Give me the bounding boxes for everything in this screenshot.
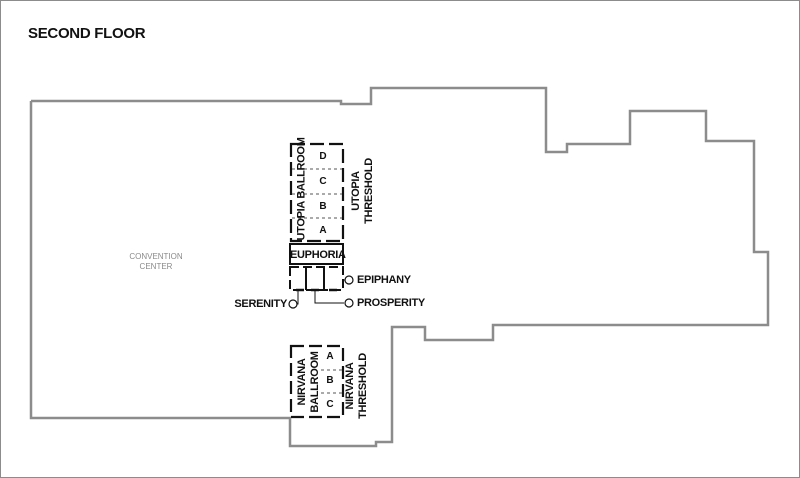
- nirvana-ballroom-outline[interactable]: [289, 344, 345, 419]
- utopia-section-a[interactable]: A: [319, 225, 327, 236]
- nirvana-ballroom-label: NIRVANA BALLROOM: [296, 350, 322, 414]
- nirvana-section-a[interactable]: A: [326, 351, 334, 362]
- nirvana-threshold-line1: NIRVANA: [344, 362, 356, 410]
- serenity-marker[interactable]: [288, 299, 298, 309]
- prosperity-marker[interactable]: [344, 298, 354, 308]
- convention-label-line2: CENTER: [139, 262, 173, 271]
- nirvana-section-b[interactable]: B: [326, 375, 334, 386]
- small-rooms-outline[interactable]: [289, 266, 344, 292]
- utopia-threshold-line1: UTOPIA: [350, 171, 362, 211]
- nirvana-threshold-line2: THRESHOLD: [357, 353, 369, 419]
- callout-lines: [297, 279, 345, 305]
- epiphany-marker[interactable]: [344, 275, 354, 285]
- epiphany-label: EPIPHANY: [357, 274, 411, 286]
- euphoria-label: EUPHORIA: [290, 249, 346, 261]
- convention-label-line1: CONVENTION: [129, 252, 183, 261]
- nirvana-name-line2: BALLROOM: [309, 351, 321, 413]
- nirvana-threshold-label: NIRVANA THRESHOLD: [344, 344, 370, 428]
- utopia-ballroom-outline[interactable]: [289, 142, 345, 243]
- utopia-threshold-label: UTOPIA THRESHOLD: [350, 149, 376, 233]
- floor-title: SECOND FLOOR: [28, 25, 146, 42]
- building-outline: [29, 86, 770, 448]
- utopia-section-c[interactable]: C: [319, 176, 327, 187]
- utopia-section-b[interactable]: B: [319, 201, 327, 212]
- utopia-threshold-line2: THRESHOLD: [363, 158, 375, 224]
- utopia-section-d[interactable]: D: [319, 151, 327, 162]
- euphoria-room-outline[interactable]: [289, 243, 344, 265]
- convention-center-label: CONVENTION CENTER: [121, 252, 191, 272]
- prosperity-label: PROSPERITY: [357, 297, 425, 309]
- utopia-ballroom-label: UTOPIA BALLROOM: [295, 137, 308, 241]
- nirvana-name-line1: NIRVANA: [296, 358, 308, 406]
- serenity-label: SERENITY: [234, 298, 287, 310]
- nirvana-section-c[interactable]: C: [326, 399, 334, 410]
